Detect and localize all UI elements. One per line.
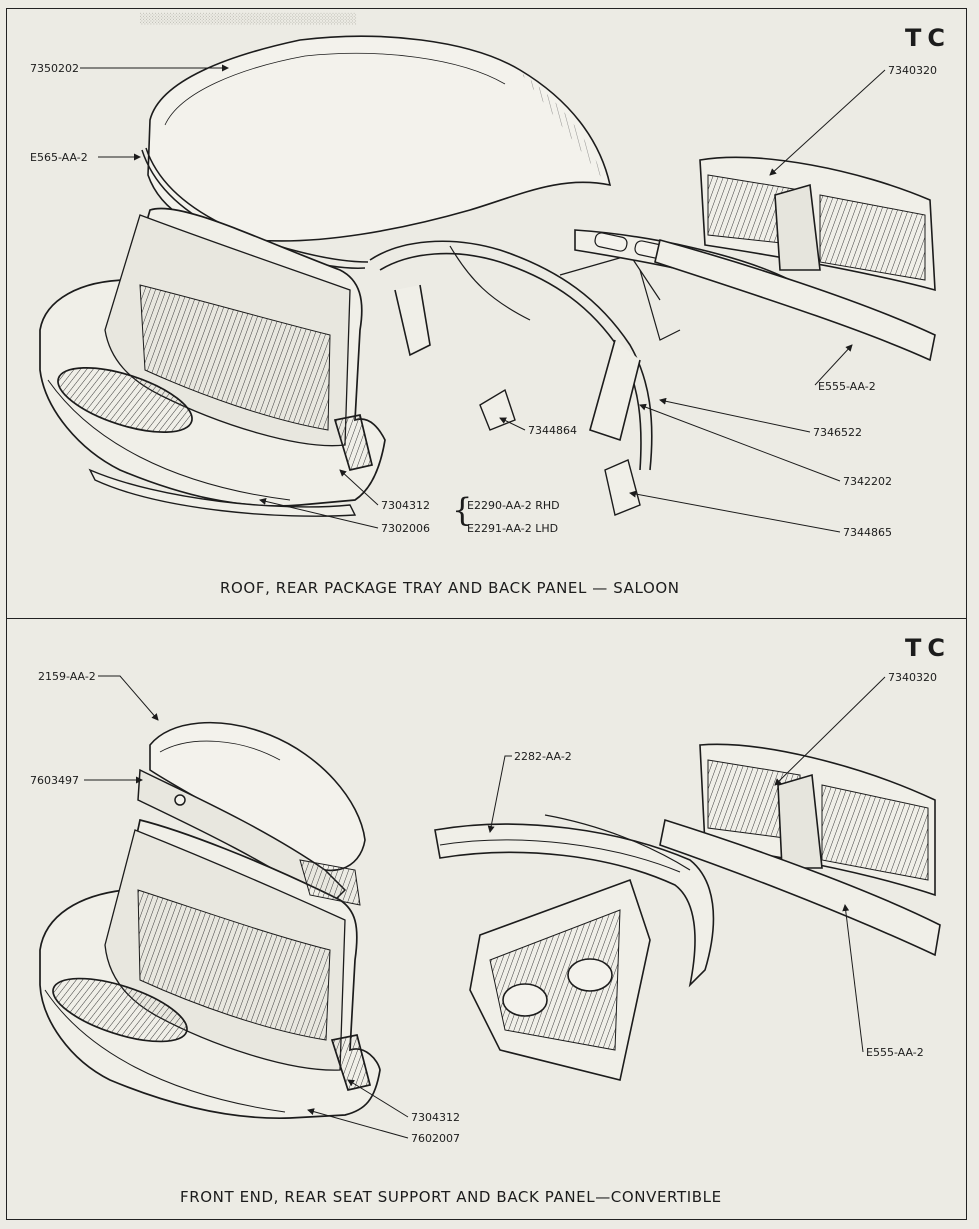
label-rhd-part: E2290-AA-2 RHD [467, 499, 560, 512]
model-badge-saloon: TC [905, 24, 951, 52]
label-back-panel-saloon: 7340320 [888, 64, 937, 77]
grouping-brace: { [452, 491, 473, 529]
label-bracket-right: 7344865 [843, 526, 892, 539]
label-header-trim: 2159-AA-2 [38, 670, 96, 683]
saloon-body-shell [39, 207, 386, 507]
label-back-panel-convertible: 7340320 [888, 671, 937, 684]
section-divider [6, 618, 967, 619]
quarter-bracket-left [479, 388, 516, 431]
saloon-leader-lines [80, 64, 886, 533]
convertible-leader-lines [84, 675, 886, 1139]
label-roof-frame-brace: 7342202 [843, 475, 892, 488]
label-tray-trim: E555-AA-2 [818, 380, 876, 393]
label-body-convertible: 7602007 [411, 1132, 460, 1145]
rear-valance [88, 468, 357, 517]
panel-trim-rail [659, 818, 941, 957]
page-frame [6, 8, 967, 1220]
roof-frame-rail [369, 240, 681, 471]
label-panel-trim: E555-AA-2 [866, 1046, 924, 1059]
back-panel-saloon [699, 156, 936, 292]
label-side-convertible: 7304312 [411, 1111, 460, 1124]
label-side-rhd: 7304312 [381, 499, 430, 512]
label-header-panel: 7603497 [30, 774, 79, 787]
quarter-bracket-right [604, 459, 641, 516]
label-bracket-left: 7344864 [528, 424, 577, 437]
caption-saloon: ROOF, REAR PACKAGE TRAY AND BACK PANEL —… [220, 579, 680, 597]
convertible-body-shell [39, 818, 381, 1120]
label-roof: 7350202 [30, 62, 79, 75]
caption-convertible: FRONT END, REAR SEAT SUPPORT AND BACK PA… [180, 1188, 722, 1206]
label-roof-trim: E565-AA-2 [30, 151, 88, 164]
label-lhd-part: E2291-AA-2 LHD [467, 522, 559, 535]
model-badge-convertible: TC [905, 634, 951, 662]
tray-trim-rail [654, 239, 936, 362]
roof-panel [147, 35, 612, 242]
rear-seat-support [434, 814, 715, 988]
label-seat-support: 2282-AA-2 [514, 750, 572, 763]
seat-pan [469, 878, 651, 1081]
label-package-tray: 7346522 [813, 426, 862, 439]
label-side-lhd: 7302006 [381, 522, 430, 535]
